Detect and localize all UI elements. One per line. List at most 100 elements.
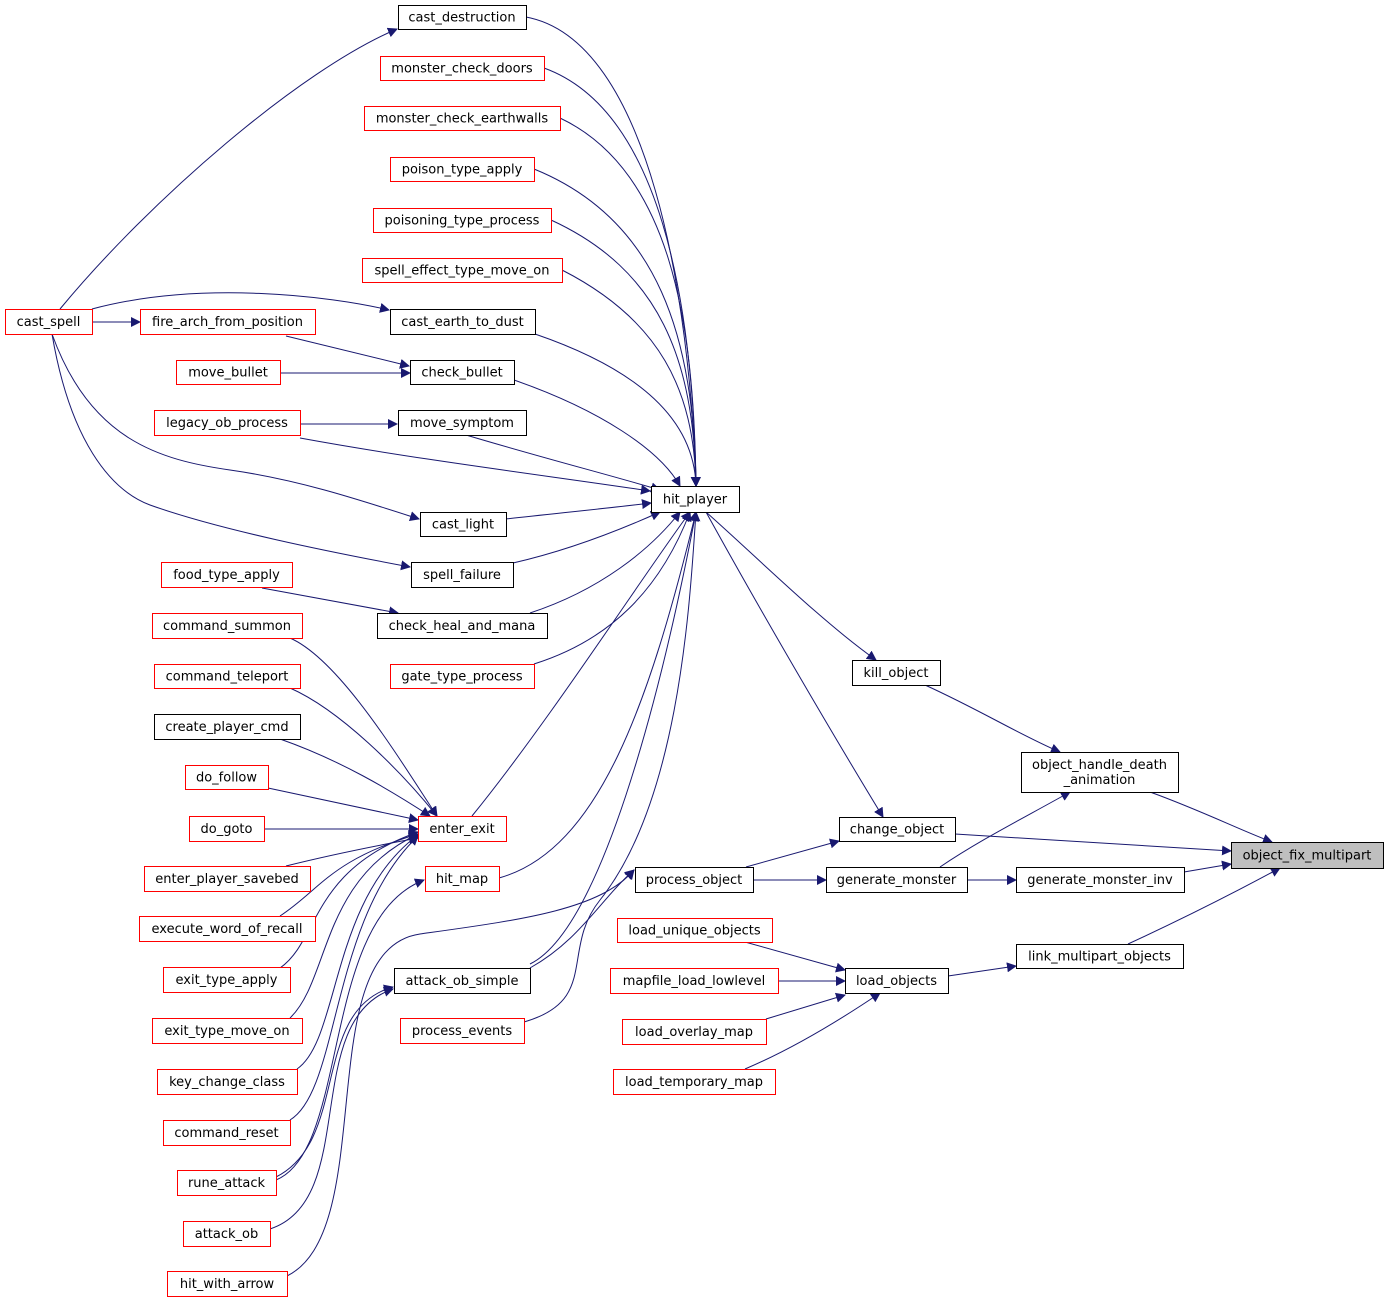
node-cast-earth-to-dust[interactable]: cast_earth_to_dust xyxy=(390,309,536,335)
node-load-objects[interactable]: load_objects xyxy=(845,968,949,994)
node-box xyxy=(613,1069,776,1095)
node-generate-monster-inv[interactable]: generate_monster_inv xyxy=(1016,867,1185,893)
edge-process_events-to-hit_player xyxy=(523,511,701,1023)
node-box xyxy=(373,208,552,233)
node-box xyxy=(400,1018,525,1044)
node-label: mapfile_load_lowlevel xyxy=(623,974,766,989)
edge-hit_player-to-change_object xyxy=(705,511,884,818)
edge-change_object-to-object_fix_multipart xyxy=(954,833,1232,856)
node-food-type-apply: food_type_apply xyxy=(161,562,293,588)
edges-layer xyxy=(51,16,1281,1277)
node-box xyxy=(635,867,754,893)
node-label: check_bullet xyxy=(421,366,502,381)
edge-command_teleport-to-enter_exit xyxy=(289,687,438,817)
node-load-temporary-map: load_temporary_map xyxy=(613,1069,776,1095)
node-check-bullet[interactable]: check_bullet xyxy=(410,360,515,385)
node-box xyxy=(167,1271,288,1297)
node-label: enter_player_savebed xyxy=(155,872,298,887)
edge-do_follow-to-enter_exit xyxy=(267,787,419,824)
edge-gate_type_process-to-hit_player xyxy=(533,511,692,665)
edge-hit_player-to-kill_object xyxy=(705,511,877,661)
node-box xyxy=(1021,752,1179,793)
node-monster-check-doors: monster_check_doors xyxy=(380,56,545,81)
node-exit-type-move-on: exit_type_move_on xyxy=(152,1018,303,1044)
node-box xyxy=(157,1069,298,1095)
node-label: poisoning_type_process xyxy=(385,214,540,229)
edge-spell_effect_type_move_on-to-hit_player xyxy=(561,269,701,487)
node-box xyxy=(839,817,956,842)
edge-load_temporary_map-to-load_objects xyxy=(744,992,881,1070)
node-box xyxy=(176,360,281,385)
node-box xyxy=(177,1170,277,1196)
node-cast-spell: cast_spell xyxy=(5,309,93,335)
node-change-object[interactable]: change_object xyxy=(839,817,956,842)
edge-exit_type_move_on-to-enter_exit xyxy=(289,833,419,1019)
edge-cast_destruction-to-hit_player xyxy=(525,16,701,487)
node-label: link_multipart_objects xyxy=(1028,950,1171,965)
node-legacy-ob-process: legacy_ob_process xyxy=(154,410,301,436)
node-process-object[interactable]: process_object xyxy=(635,867,754,893)
node-label: command_reset xyxy=(174,1126,278,1141)
node-box xyxy=(1016,944,1184,969)
node-box xyxy=(377,613,548,639)
node-label: enter_exit xyxy=(429,822,494,837)
node-box xyxy=(425,866,500,892)
node-box xyxy=(394,968,531,994)
node-object-handle-death-animation[interactable]: object_handle_death_animation xyxy=(1021,752,1179,793)
node-spell-effect-type-move-on: spell_effect_type_move_on xyxy=(362,258,563,283)
node-label: _animation xyxy=(1063,773,1136,788)
node-gate-type-process: gate_type_process xyxy=(390,664,535,689)
node-cast-light[interactable]: cast_light xyxy=(420,512,507,537)
edge-cast_spell-to-cast_destruction xyxy=(59,27,398,310)
node-spell-failure[interactable]: spell_failure xyxy=(411,562,514,588)
edge-enter_exit-to-hit_player xyxy=(471,511,691,817)
node-attack-ob-simple[interactable]: attack_ob_simple xyxy=(394,968,531,994)
node-link-multipart-objects[interactable]: link_multipart_objects xyxy=(1016,944,1184,969)
node-box xyxy=(411,562,514,588)
node-command-summon: command_summon xyxy=(152,613,303,639)
edge-command_summon-to-enter_exit xyxy=(289,637,438,817)
node-box xyxy=(144,866,311,892)
edge-kill_object-to-object_handle_death_animation xyxy=(924,684,1061,754)
node-create-player-cmd[interactable]: create_player_cmd xyxy=(154,714,301,740)
node-label: exit_type_move_on xyxy=(164,1024,289,1039)
node-box xyxy=(154,664,301,689)
node-box xyxy=(163,1120,291,1146)
node-label: generate_monster_inv xyxy=(1027,873,1173,888)
edge-create_player_cmd-to-enter_exit xyxy=(279,738,431,817)
node-label: poison_type_apply xyxy=(402,163,523,178)
node-hit-player[interactable]: hit_player xyxy=(651,486,740,513)
edge-hit_with_arrow-to-attack_ob_simple xyxy=(286,869,635,1277)
node-object-fix-multipart[interactable]: object_fix_multipart xyxy=(1231,842,1384,869)
node-label: command_teleport xyxy=(166,670,289,685)
node-label: attack_ob_simple xyxy=(406,974,519,989)
node-label: hit_player xyxy=(663,493,728,508)
node-cast-destruction[interactable]: cast_destruction xyxy=(398,5,527,30)
node-enter-player-savebed: enter_player_savebed xyxy=(144,866,311,892)
node-generate-monster[interactable]: generate_monster xyxy=(826,867,968,893)
node-label: load_objects xyxy=(856,974,937,989)
node-move-symptom[interactable]: move_symptom xyxy=(398,410,527,436)
node-box xyxy=(152,613,303,639)
node-key-change-class: key_change_class xyxy=(157,1069,298,1095)
edge-process_object-to-change_object xyxy=(745,838,840,868)
node-label: key_change_class xyxy=(169,1075,285,1090)
node-rune-attack: rune_attack xyxy=(177,1170,277,1196)
edge-link_multipart_objects-to-object_fix_multipart xyxy=(1127,867,1281,945)
node-label: create_player_cmd xyxy=(165,720,288,735)
node-label: object_handle_death xyxy=(1032,758,1167,773)
node-check-heal-and-mana[interactable]: check_heal_and_mana xyxy=(377,613,548,639)
node-label: hit_with_arrow xyxy=(180,1277,275,1292)
edge-cast_earth_to_dust-to-hit_player xyxy=(534,333,701,487)
node-box xyxy=(154,410,301,436)
edge-hit_map-to-hit_player xyxy=(498,511,699,879)
node-label: food_type_apply xyxy=(173,568,280,583)
node-box xyxy=(1231,842,1384,869)
node-box xyxy=(845,968,949,994)
node-kill-object[interactable]: kill_object xyxy=(852,660,941,686)
edge-rune_attack-to-hit_map xyxy=(275,878,425,1181)
node-box xyxy=(420,512,507,537)
edge-command_reset-to-enter_exit xyxy=(289,835,419,1121)
edge-poisoning_type_process-to-hit_player xyxy=(550,219,701,487)
